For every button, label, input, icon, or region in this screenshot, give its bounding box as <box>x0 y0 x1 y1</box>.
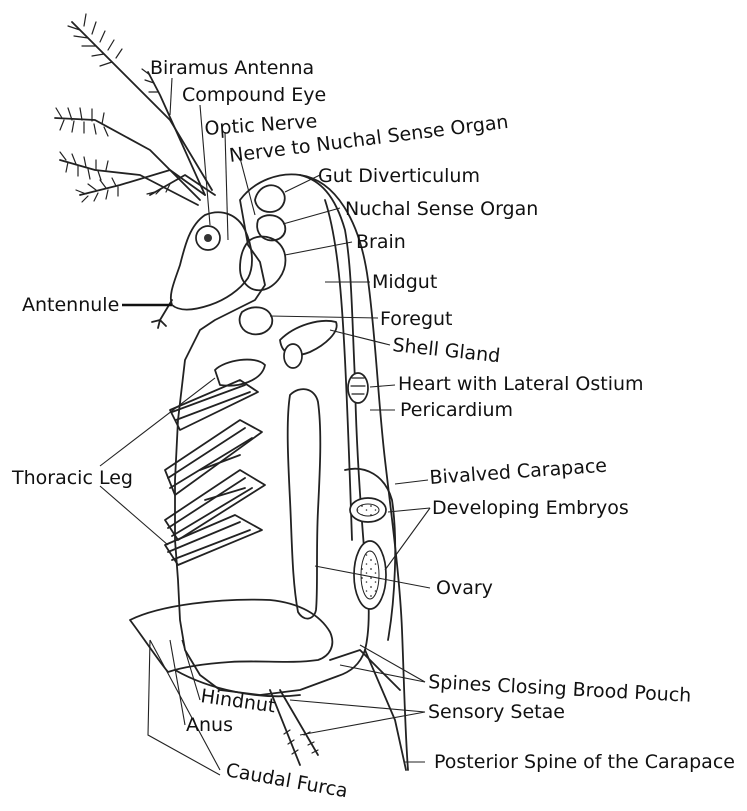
thoracic-legs <box>165 360 265 565</box>
label-heart-with-lateral-ostium: Heart with Lateral Ostium <box>398 373 644 395</box>
label-anus: Anus <box>186 714 233 736</box>
label-nuchal-sense-organ: Nuchal Sense Organ <box>345 198 538 220</box>
label-posterior-spine-of-the-carapace: Posterior Spine of the Carapace <box>434 751 735 773</box>
post-abdomen <box>130 600 400 765</box>
label-brain: Brain <box>356 231 406 253</box>
label-thoracic-leg: Thoracic Leg <box>11 467 133 489</box>
label-antennule: Antennule <box>22 294 119 316</box>
label-bivalved-carapace: Bivalved Carapace <box>429 455 608 489</box>
label-compound-eye: Compound Eye <box>182 84 326 106</box>
label-developing-embryos: Developing Embryos <box>432 497 629 519</box>
biramous-antenna-drawing <box>55 14 215 205</box>
label-shell-gland: Shell Gland <box>391 334 501 367</box>
label-midgut: Midgut <box>372 271 437 293</box>
label-foregut: Foregut <box>380 308 453 330</box>
organs <box>196 185 395 640</box>
label-biramus-antenna: Biramus Antenna <box>150 57 314 79</box>
label-pericardium: Pericardium <box>400 399 513 421</box>
label-ovary: Ovary <box>436 577 493 599</box>
label-hindgut: Hindnut <box>199 685 277 717</box>
labels: Biramus Antenna Compound Eye Optic Nerve… <box>11 57 735 802</box>
label-caudal-furca: Caudal Furca <box>224 759 349 802</box>
label-sensory-setae: Sensory Setae <box>428 701 565 723</box>
label-gut-diverticulum: Gut Diverticulum <box>318 165 480 187</box>
